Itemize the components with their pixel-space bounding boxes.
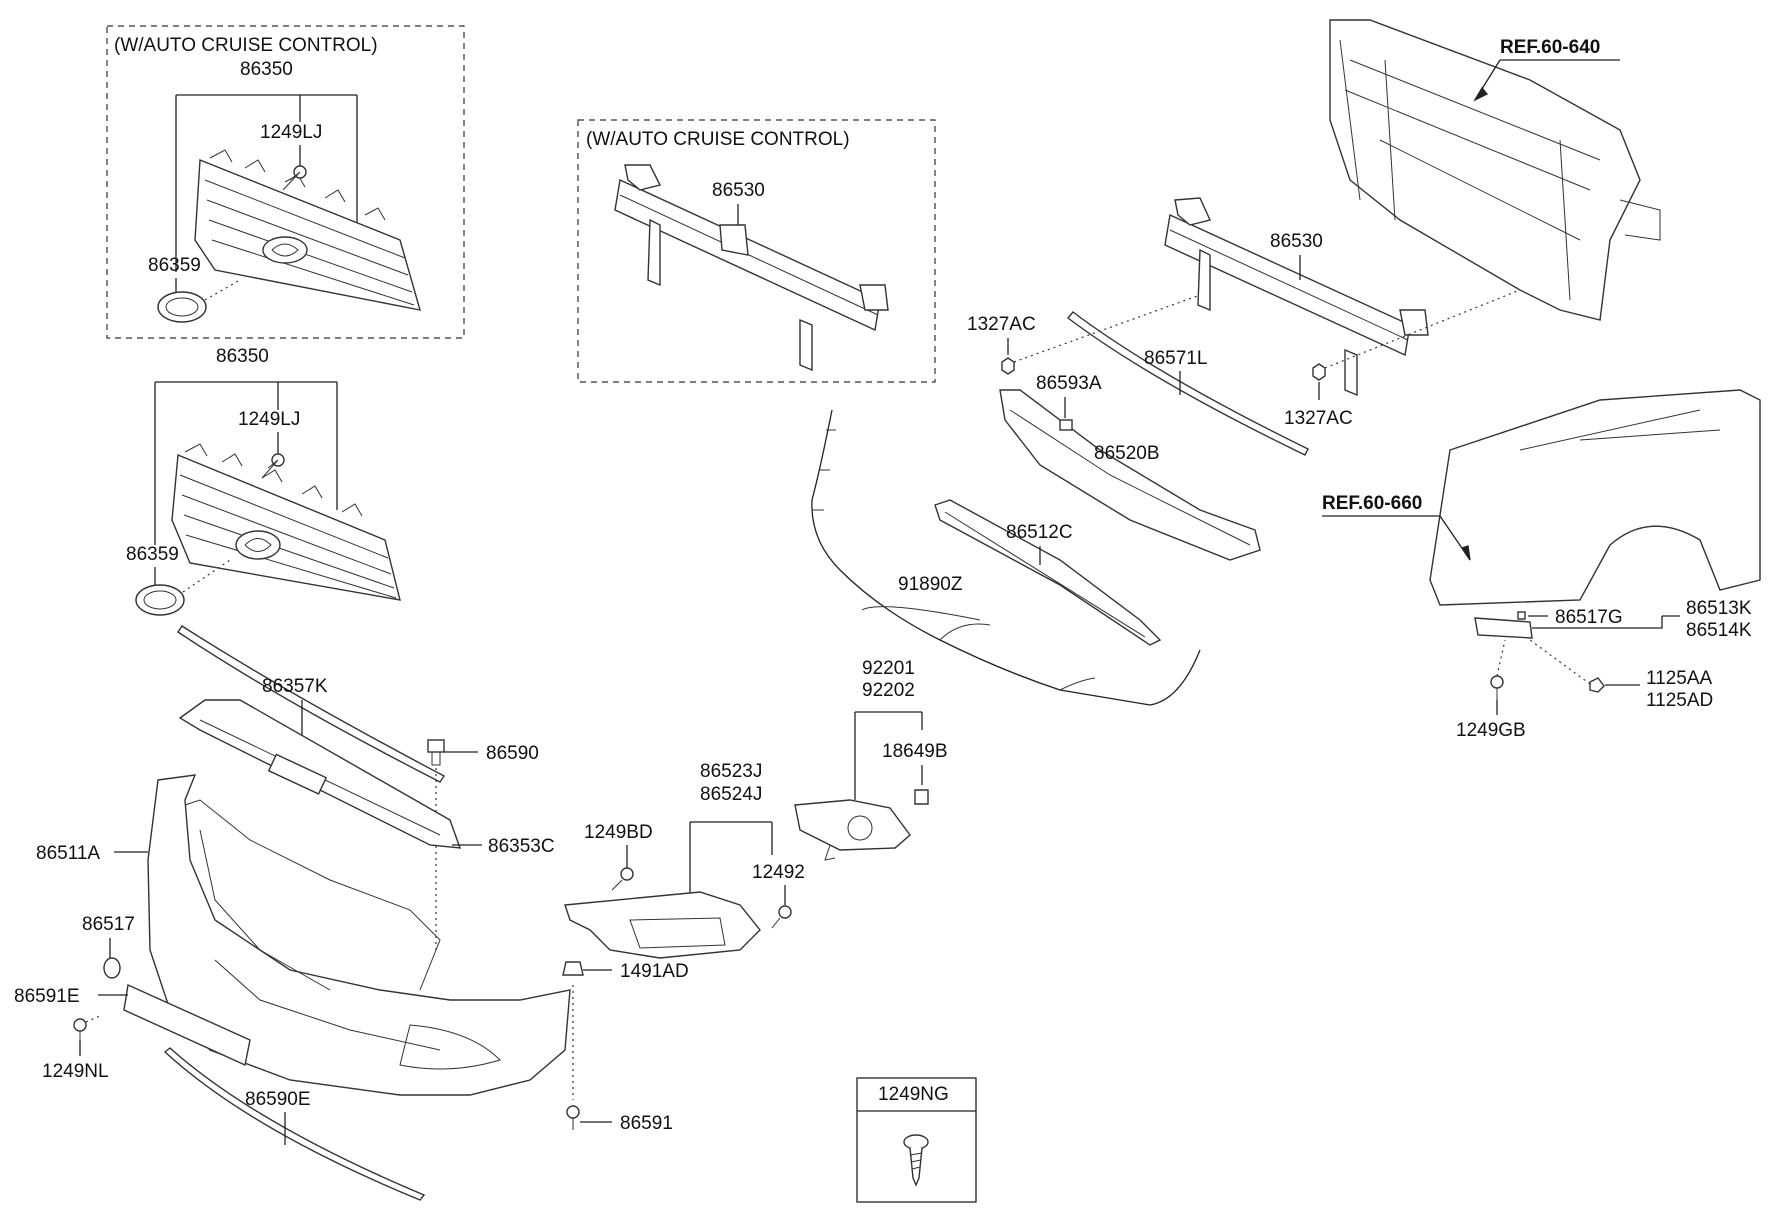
label-18649B: 18649B — [882, 741, 948, 762]
label-86511A: 86511A — [36, 843, 100, 864]
molding-86590E — [163, 1047, 426, 1201]
absorber-86520B — [999, 389, 1261, 561]
label-1249BD: 1249BD — [584, 822, 653, 843]
screw-1249BD — [611, 867, 634, 891]
beam-86530-a — [614, 164, 889, 372]
label-86350-a: 86350 — [240, 59, 293, 80]
label-86513K: 86513K — [1686, 598, 1752, 619]
cap-86517 — [103, 957, 121, 979]
label-86357K: 86357K — [262, 676, 328, 697]
label-86593A: 86593A — [1036, 373, 1102, 394]
label-1249LJ-a: 1249LJ — [260, 122, 322, 143]
label-1125AD: 1125AD — [1646, 690, 1713, 711]
fender — [1429, 389, 1761, 606]
nut-1327AC-a — [1001, 357, 1015, 375]
molding-86357K — [177, 625, 446, 783]
emblem-86359-b — [135, 584, 185, 616]
label-86530-a: 86530 — [712, 180, 765, 201]
label-1249GB: 1249GB — [1456, 720, 1526, 741]
beam-86530-b — [1164, 197, 1429, 397]
label-86517G: 86517G — [1555, 607, 1623, 628]
grille-acc-box-title: (W/AUTO CRUISE CONTROL) — [114, 35, 378, 56]
screw-1249NG-box — [856, 1077, 977, 1203]
label-1327AC-b: 1327AC — [1284, 408, 1353, 429]
strip-86571L — [1066, 311, 1309, 456]
label-86353C: 86353C — [488, 836, 555, 857]
label-1249LJ-b: 1249LJ — [238, 409, 300, 430]
grille-acc-box — [106, 25, 465, 339]
clip-86593A — [1059, 419, 1073, 431]
label-86590: 86590 — [486, 743, 539, 764]
label-86512C: 86512C — [1006, 522, 1073, 543]
bolt-1249LJ-a — [282, 165, 307, 191]
label-92202: 92202 — [862, 680, 915, 701]
screw-1249NG-icon — [903, 1134, 929, 1187]
harness-91890Z — [811, 409, 1201, 706]
label-1249NL: 1249NL — [42, 1061, 109, 1082]
label-86591E: 86591E — [14, 986, 80, 1007]
fog-lamp-92201 — [794, 799, 911, 861]
label-86590E: 86590E — [245, 1089, 311, 1110]
label-86359-a: 86359 — [148, 255, 201, 276]
clip-86517G — [1517, 611, 1526, 620]
label-86350-b: 86350 — [216, 346, 269, 367]
screw-1249NL — [73, 1018, 87, 1040]
lower-grille-86512C — [934, 499, 1162, 646]
label-92201: 92201 — [862, 658, 915, 679]
screw-12492 — [771, 905, 792, 929]
label-86571L: 86571L — [1144, 348, 1207, 369]
grille-b — [171, 443, 401, 601]
label-1327AC-a: 1327AC — [967, 314, 1036, 335]
leader-86350-a — [175, 94, 358, 272]
screw-1249NG-box-title: 1249NG — [878, 1084, 949, 1105]
bracket-86513K — [1474, 617, 1533, 639]
label-86514K: 86514K — [1686, 620, 1752, 641]
radiator-support — [1329, 19, 1661, 321]
label-86523J: 86523J — [700, 761, 762, 782]
bolt-1125AA — [1589, 677, 1605, 693]
label-86359-b: 86359 — [126, 544, 179, 565]
bezel-86523J — [564, 891, 761, 959]
beam-acc-box-title: (W/AUTO CRUISE CONTROL) — [586, 129, 850, 150]
bulb-18649B — [914, 789, 929, 805]
bolt-1249LJ-b — [261, 453, 285, 479]
upper-cover-86353C — [178, 699, 462, 849]
leader-86350-b — [154, 381, 338, 545]
ref-60-660: REF.60-660 — [1322, 493, 1422, 514]
screw-1249GB — [1490, 675, 1504, 700]
label-12492: 12492 — [752, 862, 805, 883]
beam-acc-box — [577, 119, 936, 383]
grille-a — [194, 149, 421, 311]
emblem-86359-a — [157, 291, 207, 323]
label-91890Z: 91890Z — [898, 574, 963, 595]
label-86517: 86517 — [82, 914, 135, 935]
label-1491AD: 1491AD — [620, 961, 689, 982]
clip-1491AD — [562, 961, 584, 976]
screw-86591 — [566, 1105, 580, 1130]
label-1125AA: 1125AA — [1646, 668, 1713, 689]
nut-1327AC-b — [1312, 363, 1326, 381]
label-86591: 86591 — [620, 1113, 673, 1134]
label-86524J: 86524J — [700, 784, 762, 805]
label-86530-b: 86530 — [1270, 231, 1323, 252]
clip-86590 — [427, 739, 445, 766]
ref-60-640: REF.60-640 — [1500, 37, 1600, 58]
label-86520B: 86520B — [1094, 443, 1160, 464]
plate-86591E — [123, 983, 251, 1067]
